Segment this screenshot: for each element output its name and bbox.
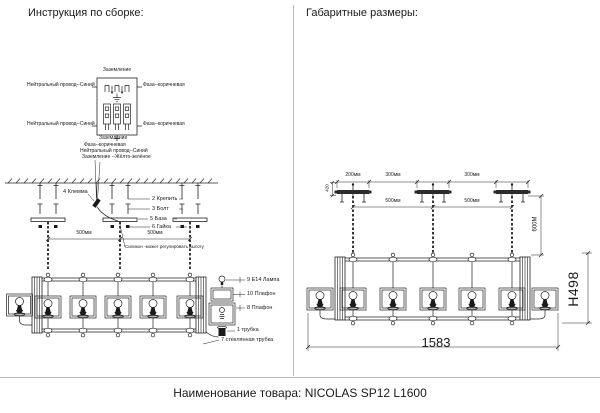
- dim-fixture-length-label: 1583: [421, 335, 451, 350]
- panel-divider-vertical: [293, 5, 294, 376]
- wiring-neutral-bottom-label: Нейтральный провод--Синий: [27, 121, 95, 127]
- part-tube-label: 1 трубка: [237, 327, 259, 333]
- assembly-drawing: [5, 77, 245, 345]
- part-shade-lower-label: 8 Плафон: [247, 305, 273, 311]
- part-clamp-label: 4 Клемма: [63, 189, 88, 195]
- dim-canopy-width-label: 200мм: [345, 172, 361, 178]
- footer-divider: [0, 377, 600, 378]
- part-lamp-label: 9 Е14 Лампа: [247, 277, 280, 283]
- product-name: Наименование товара: NICOLAS SP12 L1600: [173, 386, 427, 400]
- wiring-phase-top-label: Фаза--коричневая: [143, 82, 185, 88]
- right-panel-title: Габаритные размеры:: [306, 7, 418, 19]
- wire-stack-phase-label: Фаза--коричневая: [84, 142, 126, 148]
- dim-chain-span-right-label: 500мм: [464, 198, 480, 204]
- wiring-phase-bottom-label: Фаза--коричневая: [143, 121, 185, 127]
- wiring-ground-bottom-label: Заземление: [99, 135, 128, 141]
- dim-span-left-label: 500мм: [76, 230, 92, 236]
- dim-chain-length-label: 600M: [532, 216, 539, 232]
- dimensions-drawing: [305, 179, 592, 351]
- wiring-ground-top-label: Заземление: [102, 67, 132, 73]
- height-adjust-note: Силикон -может регулировать высоту: [125, 244, 204, 249]
- part-base-label: 5 База: [150, 215, 167, 222]
- dim-chain-span-left-label: 500мм: [385, 198, 401, 204]
- left-panel-title: Инструкция по сборке:: [28, 7, 144, 19]
- dim-canopy-height-label: 420: [324, 184, 330, 192]
- wire-stack-neutral-label: Нейтральный провод--Синий: [80, 148, 148, 154]
- part-shade-upper-label: 10 Плафон: [247, 291, 276, 297]
- part-nut-label: 6 Гайка: [152, 223, 171, 230]
- dim-canopy-gap-right-label: 300мм: [464, 172, 480, 178]
- dim-canopy-gap-left-label: 300мм: [385, 172, 401, 178]
- part-glass-tube-label: 7 стеклянная трубка: [221, 337, 274, 343]
- part-fastener-label: 2 Крепить: [152, 195, 178, 202]
- technical-drawing: [5, 77, 592, 351]
- wiring-neutral-top-label: Нейтральный провод--Синий: [27, 82, 95, 88]
- wire-stack-ground-label: Заземление --Жёлто-зелёное: [82, 154, 151, 160]
- part-bolt-label: 3 Болт: [152, 205, 169, 212]
- dim-fixture-height-label: H498: [564, 271, 581, 307]
- dim-span-right-label: 500мм: [147, 230, 163, 236]
